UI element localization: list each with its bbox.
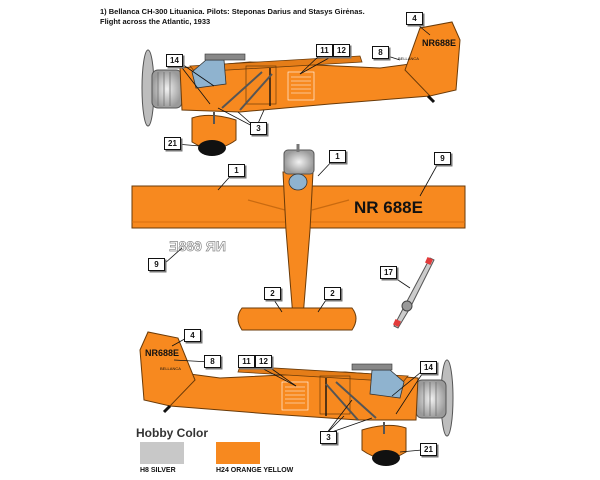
caption-line-2: Flight across the Atlantic, 1933 [100,17,211,26]
engine-icon [151,69,183,109]
top-view: NR 688E NR 688E [131,144,466,331]
svg-text:BELLANCA: BELLANCA [398,56,419,61]
callout-21: 21 [420,443,437,456]
callout-3: 3 [250,122,267,135]
wing-registration: NR 688E [354,198,423,217]
callout-11: 11 [316,44,333,57]
callout-17: 17 [380,266,397,279]
callout-12: 12 [255,355,272,368]
tail-registration-top: NR688E [422,38,456,48]
orange-label: H24 ORANGE YELLOW [216,467,294,474]
svg-text:BELLANCA: BELLANCA [160,366,181,371]
callout-2: 2 [264,287,281,300]
callout-21: 21 [164,137,181,150]
caption-line-1: 1) Bellanca CH-300 Lituanica. Pilots: St… [100,7,365,16]
callout-14: 14 [420,361,437,374]
callout-3: 3 [320,431,337,444]
callout-1: 1 [228,164,245,177]
callout-4: 4 [406,12,423,25]
callout-4: 4 [184,329,201,342]
tail-registration-bottom: NR688E [145,348,179,358]
side-view-left: NR688E BELLANCA [141,21,461,156]
callout-8: 8 [204,355,221,368]
callout-9: 9 [148,258,165,271]
callout-12: 12 [333,44,350,57]
silver-label: H8 SILVER [140,467,176,474]
silver-swatch [140,442,184,464]
legend-title: Hobby Color [136,426,208,440]
underwing-registration: NR 688E [169,238,226,254]
callout-11: 11 [238,355,255,368]
callout-14: 14 [166,54,183,67]
callout-8: 8 [372,46,389,59]
callout-2: 2 [324,287,341,300]
callout-1: 1 [329,150,346,163]
side-view-right: NR688E BELLANCA [139,331,454,466]
callout-9: 9 [434,152,451,165]
orange-swatch [216,442,260,464]
propeller-detail [393,257,435,329]
